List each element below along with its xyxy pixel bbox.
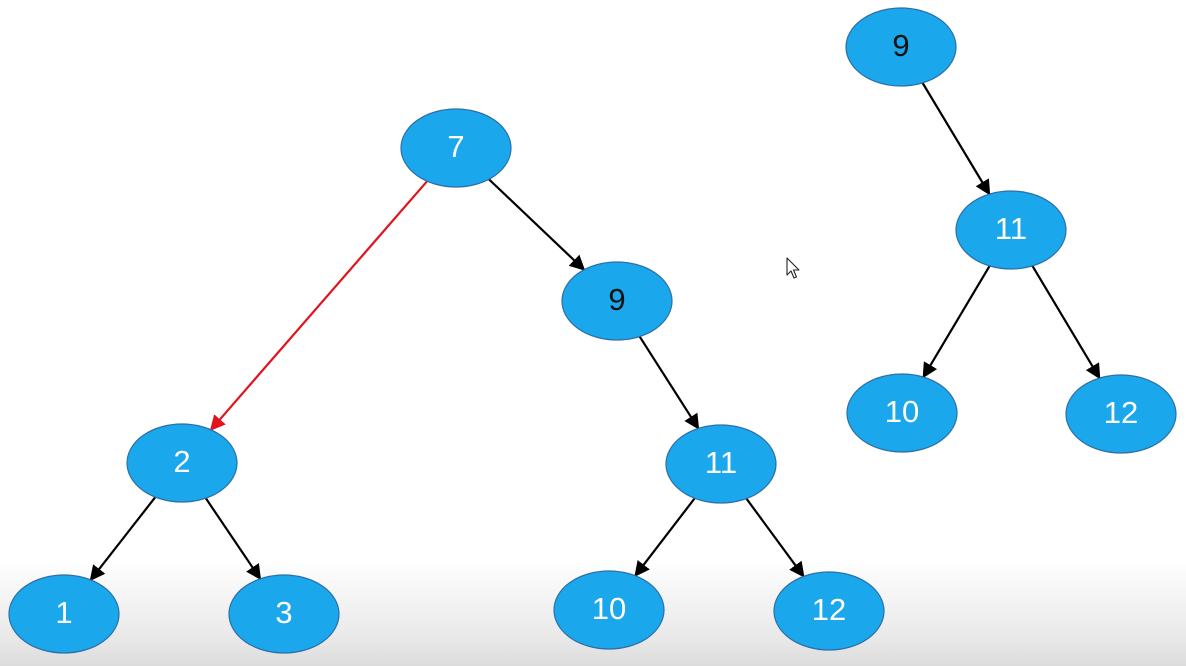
tree-node-a9: 9 (561, 261, 673, 341)
edge-a2-to-a3 (204, 497, 262, 581)
node-label: 9 (892, 28, 909, 63)
tree-node-a12: 12 (773, 571, 885, 651)
edge-a11-to-a10 (634, 497, 696, 577)
tree-node-a1: 1 (8, 574, 120, 654)
edge-a9-to-a11 (638, 335, 700, 430)
node-ellipse (553, 570, 665, 650)
node-ellipse (1065, 374, 1177, 454)
node-ellipse (773, 571, 885, 651)
node-label: 10 (592, 591, 626, 626)
node-label: 2 (173, 444, 190, 479)
edge-b11-to-b10 (922, 265, 991, 379)
node-label: 9 (608, 282, 625, 317)
node-ellipse (126, 423, 238, 503)
node-label: 10 (885, 394, 919, 429)
node-ellipse (400, 108, 512, 188)
mouse-pointer-icon (786, 257, 800, 279)
tree-node-a2: 2 (126, 423, 238, 503)
node-label: 11 (705, 445, 737, 480)
node-ellipse (665, 424, 777, 504)
node-ellipse (955, 190, 1067, 270)
tree-node-a3: 3 (228, 574, 340, 654)
edge-a2-to-a1 (89, 496, 157, 582)
tree-node-b9: 9 (845, 7, 957, 87)
tree-node-b12: 12 (1065, 374, 1177, 454)
tree-node-a7: 7 (400, 108, 512, 188)
edge-a11-to-a12 (745, 497, 805, 578)
node-label: 12 (1104, 395, 1138, 430)
edge-b11-to-b12 (1031, 265, 1101, 380)
node-ellipse (228, 574, 340, 654)
edges-layer (89, 82, 1101, 582)
node-ellipse (561, 261, 673, 341)
tree-node-b11: 11 (955, 190, 1067, 270)
tree-node-a11: 11 (665, 424, 777, 504)
node-ellipse (845, 7, 957, 87)
tree-node-b10: 10 (846, 373, 958, 453)
node-label: 7 (447, 129, 464, 164)
node-ellipse (846, 373, 958, 453)
tree-node-a10: 10 (553, 570, 665, 650)
node-label: 1 (55, 595, 72, 630)
nodes-layer: 7 2 9 1 3 11 10 12 9 11 10 12 (8, 7, 1177, 654)
node-label: 11 (995, 211, 1027, 246)
node-label: 12 (812, 592, 846, 627)
edge-a7-to-a2-highlighted (209, 180, 428, 431)
edge-b9-to-b11 (921, 82, 991, 196)
node-label: 3 (275, 595, 292, 630)
node-ellipse (8, 574, 120, 654)
edge-a7-to-a9 (488, 178, 586, 271)
